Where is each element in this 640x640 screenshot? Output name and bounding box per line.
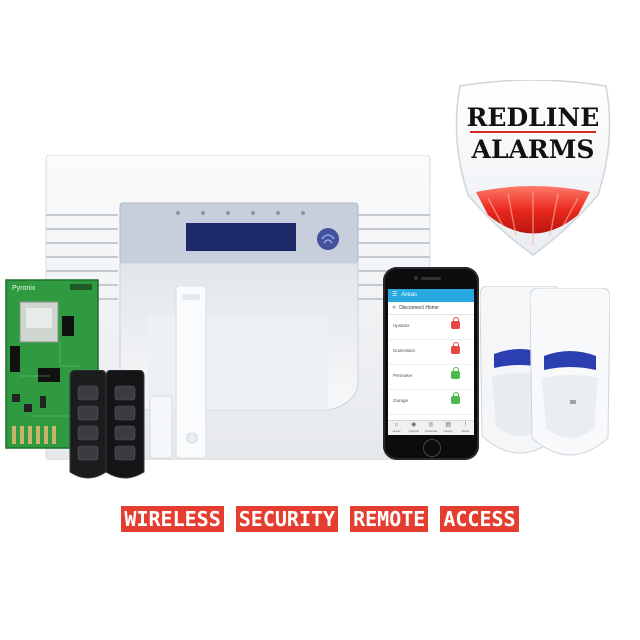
feature-tagline: WIRELESS SECURITY REMOTE ACCESS (0, 506, 640, 538)
lock-icon[interactable] (451, 392, 460, 404)
lock-icon[interactable] (451, 317, 460, 329)
area-row-perimeter[interactable]: Perimeter (388, 365, 474, 390)
pcb-logo: Pyronix (12, 285, 36, 292)
smartphone: ☰Areas ✕Disconnect Home Upstairs Downsta… (383, 267, 479, 460)
camera-dot (414, 276, 418, 280)
tagline-word-access: ACCESS (440, 506, 519, 532)
area-name: Upstairs (393, 323, 410, 328)
door-contact-image (149, 286, 207, 459)
menu-icon[interactable]: ☰ (392, 292, 398, 298)
area-row-downstairs[interactable]: Downstairs (388, 340, 474, 365)
disconnect-label: Disconnect Home (399, 305, 439, 311)
tab-history[interactable]: ▤History (443, 422, 453, 433)
tagline-word-wireless: WIRELESS (121, 506, 224, 532)
tab-outputs[interactable]: ◉Outputs (408, 422, 420, 433)
disconnect-row[interactable]: ✕Disconnect Home (388, 302, 474, 315)
tagline-word-security: SECURITY (235, 506, 339, 532)
siren-brand-line-1: REDLINE (467, 103, 600, 132)
app-tabbar: ⌂Areas ◉Outputs ◎Cameras ▤History !Alert… (388, 420, 474, 435)
keyfob-pair-image (69, 370, 145, 479)
close-icon: ✕ (392, 305, 397, 311)
area-name: Perimeter (393, 373, 413, 378)
app-title: Areas (401, 292, 418, 298)
lock-icon[interactable] (451, 367, 460, 379)
app-header: ☰Areas (388, 289, 474, 302)
phone-speaker (421, 277, 441, 280)
fingerprint-icon (317, 228, 339, 250)
tab-cameras[interactable]: ◎Cameras (424, 422, 438, 433)
area-name: Garage (393, 398, 409, 403)
siren-brand-line-2: ALARMS (471, 135, 595, 164)
tagline-word-remote: REMOTE (350, 506, 429, 532)
area-row-upstairs[interactable]: Upstairs (388, 315, 474, 340)
tab-alerts[interactable]: !Alerts (461, 422, 470, 433)
home-button[interactable] (423, 439, 441, 457)
lock-icon[interactable] (451, 342, 460, 354)
motion-detector-image (530, 288, 610, 456)
tab-areas[interactable]: ⌂Areas (392, 422, 401, 433)
siren-product-image: REDLINE ALARMS (455, 80, 611, 256)
area-name: Downstairs (393, 348, 416, 353)
area-row-garage[interactable]: Garage (388, 390, 474, 415)
app-screen: ☰Areas ✕Disconnect Home Upstairs Downsta… (388, 289, 474, 435)
